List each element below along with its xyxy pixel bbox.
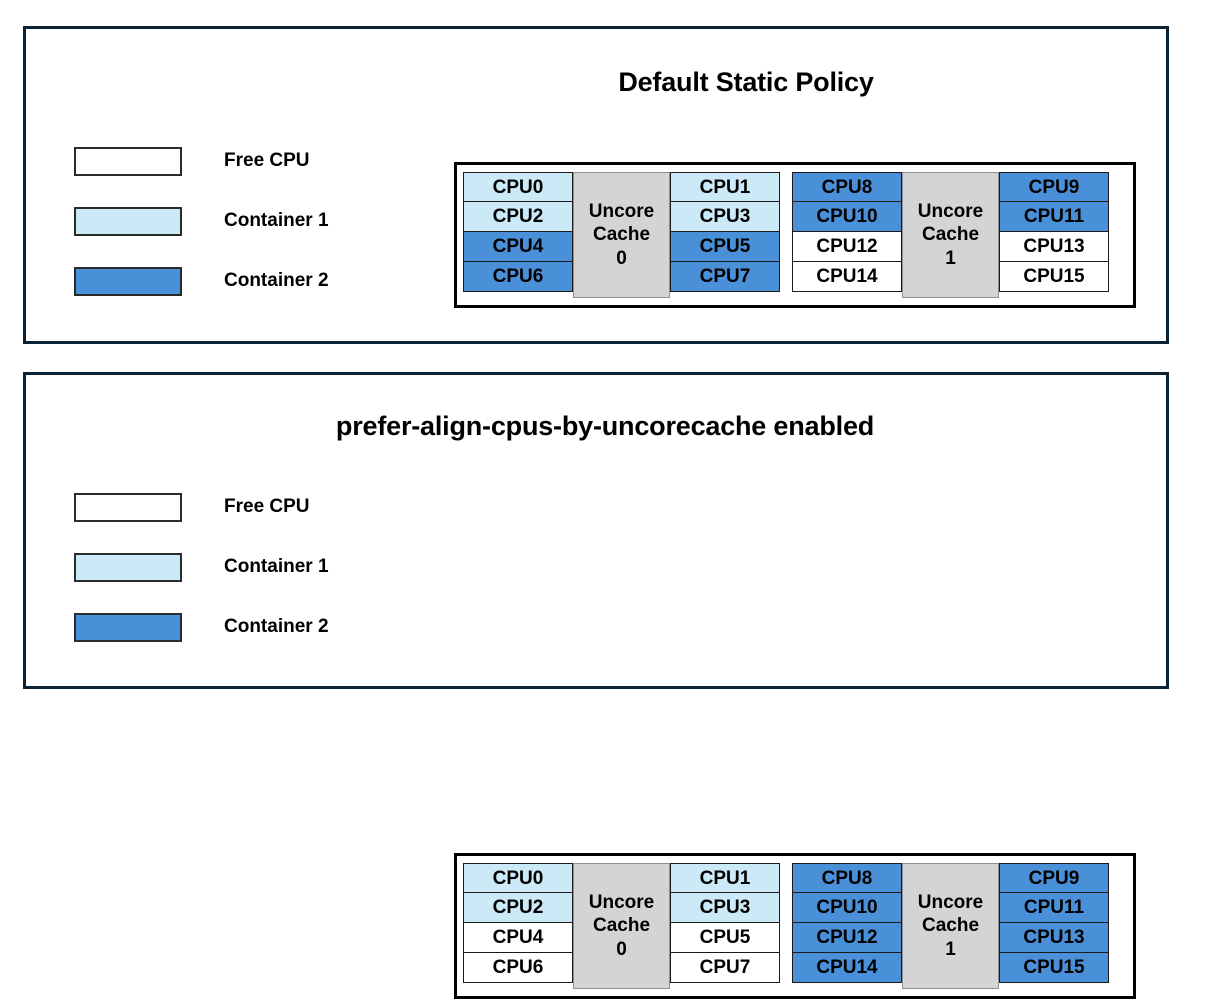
cpu-cell[interactable]: CPU7: [670, 262, 780, 292]
cpu-cell[interactable]: CPU9: [999, 863, 1109, 893]
legend-bottom: Free CPU Container 1 Container 2: [74, 477, 329, 657]
cpu-cell[interactable]: CPU14: [792, 262, 902, 292]
uncore-cache-label-line-2: Cache: [592, 224, 651, 246]
page-title-top: Default Static Policy: [618, 67, 874, 97]
uncore-cache-label-line-2: Cache: [921, 915, 980, 937]
uncore-cache-label-line-1: Uncore: [917, 201, 984, 223]
cpu-cell[interactable]: CPU4: [463, 232, 573, 262]
legend-label-container-1: Container 1: [224, 210, 329, 231]
cpu-cell[interactable]: CPU0: [463, 172, 573, 202]
cpu-cell[interactable]: CPU15: [999, 262, 1109, 292]
legend-item-container-2: Container 2: [74, 251, 329, 311]
cpu-cell[interactable]: CPU2: [463, 893, 573, 923]
legend-item-free-cpu: Free CPU: [74, 477, 329, 537]
legend-swatch-free-cpu: [74, 146, 182, 176]
uncore-cache-label-line-3: 1: [945, 938, 956, 960]
legend-swatch-free-cpu: [74, 492, 182, 522]
legend-label-container-2: Container 2: [224, 616, 329, 637]
cpu-cell[interactable]: CPU13: [999, 232, 1109, 262]
cpu-cell[interactable]: CPU7: [670, 953, 780, 983]
cpu-cell[interactable]: CPU8: [792, 863, 902, 893]
uncore-cache-label-line-3: 0: [616, 938, 627, 960]
cpu-cell[interactable]: CPU6: [463, 953, 573, 983]
legend-label-free-cpu: Free CPU: [224, 150, 310, 171]
cpu-cell[interactable]: CPU2: [463, 202, 573, 232]
legend-label-container-1: Container 1: [224, 556, 329, 577]
cpu-cell[interactable]: CPU11: [999, 893, 1109, 923]
uncore-cache-label-line-1: Uncore: [588, 892, 655, 914]
cpu-cell[interactable]: CPU12: [792, 923, 902, 953]
cpu-cell[interactable]: CPU9: [999, 172, 1109, 202]
cpu-cell[interactable]: CPU6: [463, 262, 573, 292]
uncore-cache-label-line-3: 0: [616, 247, 627, 269]
cpu-cell[interactable]: CPU12: [792, 232, 902, 262]
legend-item-container-2: Container 2: [74, 597, 329, 657]
panel-prefer-align-cpus-by-uncorecache: prefer-align-cpus-by-uncorecache enabled…: [23, 372, 1169, 999]
legend-swatch-container-2: [74, 266, 182, 296]
legend-label-container-2: Container 2: [224, 270, 329, 291]
cpu-cell[interactable]: CPU1: [670, 172, 780, 202]
cpu-cell[interactable]: CPU14: [792, 953, 902, 983]
legend-item-container-1: Container 1: [74, 537, 329, 597]
legend-item-free-cpu: Free CPU: [74, 131, 329, 191]
cpu-cell[interactable]: CPU8: [792, 172, 902, 202]
cpu-cell[interactable]: CPU1: [670, 863, 780, 893]
uncore-cache-label-line-1: Uncore: [588, 201, 655, 223]
legend-swatch-container-1: [74, 206, 182, 236]
cpu-cell[interactable]: CPU3: [670, 202, 780, 232]
cpu-cell[interactable]: CPU11: [999, 202, 1109, 232]
uncore-cache-label-line-3: 1: [945, 247, 956, 269]
cpu-cell[interactable]: CPU13: [999, 923, 1109, 953]
cpu-cell[interactable]: CPU4: [463, 923, 573, 953]
page-title-bottom: prefer-align-cpus-by-uncorecache enabled: [335, 411, 875, 441]
cpu-cell[interactable]: CPU5: [670, 232, 780, 262]
cpu-cell[interactable]: CPU3: [670, 893, 780, 923]
cpu-cell[interactable]: CPU10: [792, 893, 902, 923]
legend-swatch-container-1: [74, 552, 182, 582]
cpu-cell[interactable]: CPU10: [792, 202, 902, 232]
uncore-cache-label-line-2: Cache: [921, 224, 980, 246]
cpu-cell[interactable]: CPU5: [670, 923, 780, 953]
cpu-cell[interactable]: CPU15: [999, 953, 1109, 983]
legend-top: Free CPU Container 1 Container 2: [74, 131, 329, 311]
uncore-cache-label-line-1: Uncore: [917, 892, 984, 914]
uncore-cache-label-line-2: Cache: [592, 915, 651, 937]
legend-swatch-container-2: [74, 612, 182, 642]
legend-item-container-1: Container 1: [74, 191, 329, 251]
cpu-cell[interactable]: CPU0: [463, 863, 573, 893]
panel-default-static-policy: Default Static Policy Free CPU Container…: [23, 26, 1169, 344]
legend-label-free-cpu: Free CPU: [224, 496, 310, 517]
